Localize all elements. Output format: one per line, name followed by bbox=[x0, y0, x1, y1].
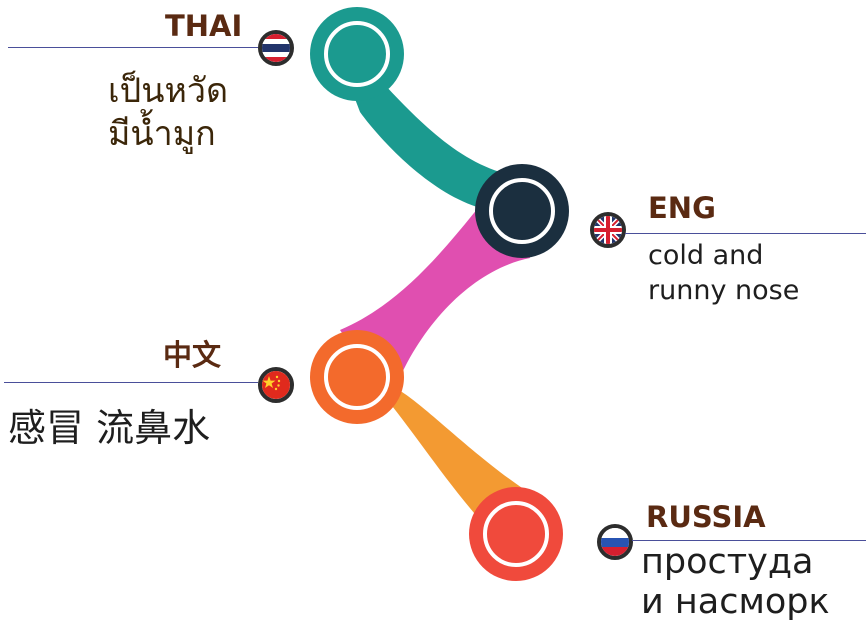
ru-rule bbox=[632, 540, 866, 541]
ru-translation: простуда и насморк bbox=[641, 542, 830, 622]
zh-label: 中文 bbox=[163, 338, 222, 372]
zh-translation: 感冒 流鼻水 bbox=[8, 406, 211, 450]
zh-rule bbox=[4, 382, 258, 383]
node-eng bbox=[475, 164, 569, 258]
china-flag-icon bbox=[258, 367, 294, 403]
node-thai bbox=[310, 7, 404, 101]
thai-rule bbox=[8, 47, 258, 48]
uk-flag-icon bbox=[590, 212, 626, 248]
eng-label: ENG bbox=[648, 191, 716, 225]
thai-translation: เป็นหวัด มีน้ำมูก bbox=[108, 71, 229, 154]
node-ru bbox=[469, 487, 563, 581]
eng-rule bbox=[625, 233, 866, 234]
node-zh bbox=[310, 330, 404, 424]
russia-flag-icon bbox=[597, 524, 633, 560]
thai-label: THAI bbox=[165, 9, 243, 43]
ru-label: RUSSIA bbox=[646, 500, 766, 534]
thailand-flag-icon bbox=[258, 30, 294, 66]
eng-translation: cold and runny nose bbox=[648, 240, 800, 306]
